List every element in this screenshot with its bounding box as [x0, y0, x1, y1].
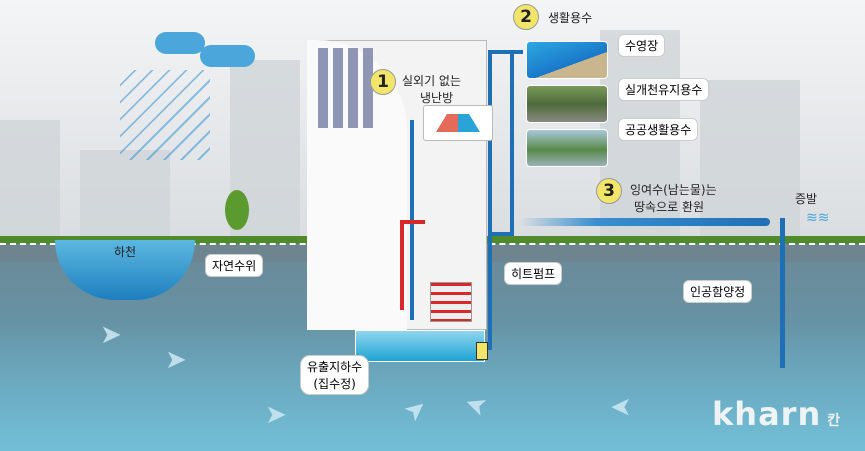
rain-icon [120, 70, 210, 160]
recharge-well-pipe [780, 218, 785, 368]
collection-tank [355, 330, 485, 362]
logo-text: kharn [712, 395, 822, 433]
tree-icon [225, 190, 249, 230]
river-label: 하천 [114, 245, 137, 259]
flow-arrow-icon: ➤ [165, 345, 187, 375]
cloud-icon [200, 45, 255, 67]
logo-suffix: 칸 [827, 413, 842, 429]
step-3-title: 잉여수(남는물)는 [630, 183, 717, 197]
flow-arrow-icon: ➤ [610, 392, 632, 422]
supply-pipe [510, 50, 514, 235]
natural-water-level-label: 자연수위 [205, 254, 264, 277]
use-label-stream: 실개천유지용수 [618, 78, 710, 101]
kharn-logo: kharn 칸 [712, 395, 841, 433]
supply-pipe [488, 50, 492, 350]
supply-pipe [488, 232, 514, 236]
use-label-public: 공공생활용수 [618, 118, 699, 141]
hot-pipe [400, 220, 425, 224]
hot-pipe [400, 220, 404, 310]
heat-pump-icon [430, 282, 472, 322]
step-2-title: 생활용수 [548, 11, 593, 25]
heat-pump-label: 히트펌프 [504, 262, 563, 285]
pump-icon [476, 342, 488, 360]
step-3-subtitle: 땅속으로 환원 [634, 200, 705, 214]
stream-photo [526, 85, 608, 123]
flow-arrow-icon: ➤ [100, 320, 122, 350]
swimming-pool-photo [526, 41, 608, 79]
flow-arrow-icon: ➤ [265, 400, 287, 430]
step-2-badge: 2 [513, 4, 539, 30]
background-building [700, 80, 800, 245]
recharge-well-label: 인공함양정 [683, 280, 753, 303]
background-building [80, 150, 170, 245]
evaporation-label: 증발 [795, 192, 818, 206]
step-1-subtitle: 냉난방 [420, 91, 454, 105]
supply-pipe [488, 50, 523, 54]
step-1-title: 실외기 없는 [402, 74, 462, 88]
background-building [0, 120, 60, 245]
building-windows [318, 48, 376, 128]
step-1-badge: 1 [370, 69, 396, 95]
outflow-groundwater-label: 유출지하수 (집수정) [300, 355, 370, 395]
evaporation-icon: ≋≋ [806, 210, 830, 226]
public-water-photo [526, 129, 608, 167]
recharge-flow-arrow [520, 218, 770, 226]
cloud-icon [155, 32, 205, 54]
step-3-badge: 3 [596, 178, 622, 204]
air-conditioner-icon [423, 105, 493, 141]
use-label-pool: 수영장 [618, 34, 666, 57]
outflow-groundwater-subtitle: (집수정) [313, 377, 356, 391]
outflow-groundwater-title: 유출지하수 [307, 360, 363, 374]
